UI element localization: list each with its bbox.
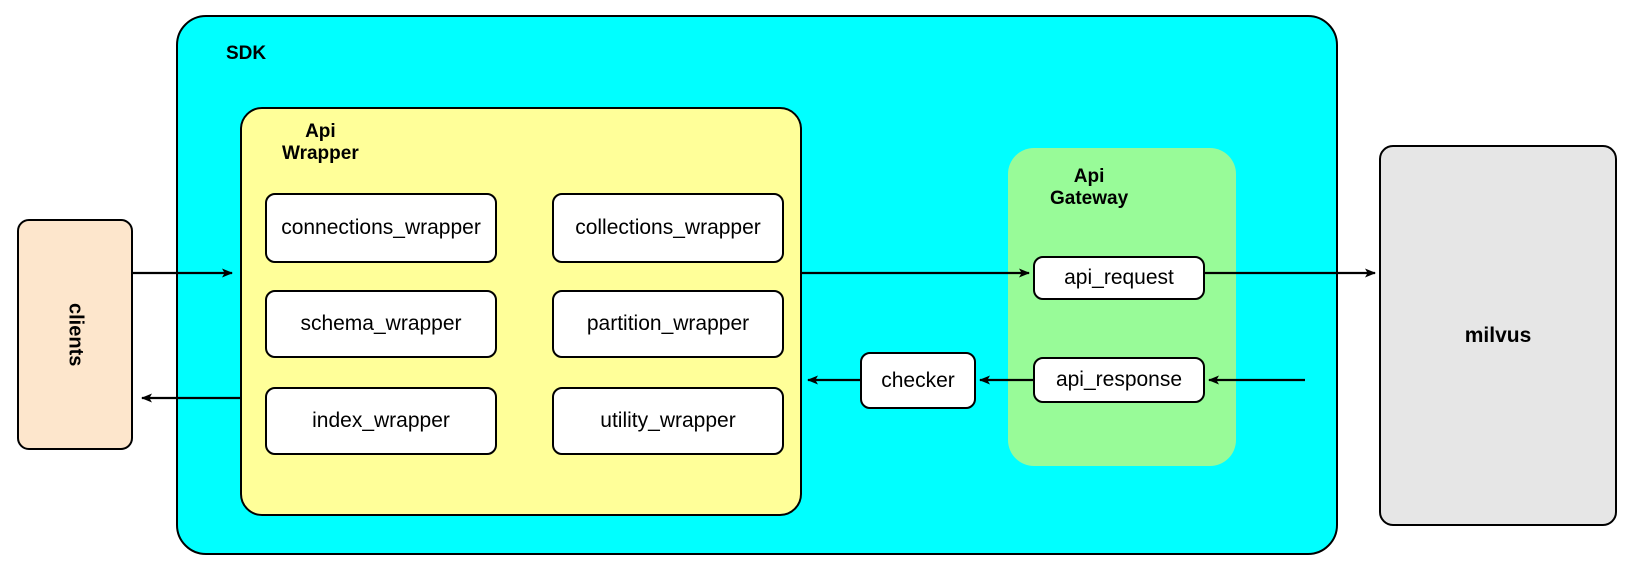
module-label: schema_wrapper bbox=[300, 312, 462, 336]
milvus-box[interactable]: milvus bbox=[1379, 145, 1617, 526]
clients-box[interactable]: clients bbox=[17, 219, 133, 450]
checker-label: checker bbox=[881, 368, 955, 392]
module-label: utility_wrapper bbox=[600, 409, 736, 433]
module-label: connections_wrapper bbox=[281, 216, 481, 240]
module-label: index_wrapper bbox=[312, 409, 450, 433]
module-utility-wrapper[interactable]: utility_wrapper bbox=[552, 387, 784, 455]
clients-label: clients bbox=[64, 302, 87, 367]
module-partition-wrapper[interactable]: partition_wrapper bbox=[552, 290, 784, 358]
api-response-label: api_response bbox=[1055, 368, 1183, 392]
module-label: collections_wrapper bbox=[575, 216, 761, 240]
module-schema-wrapper[interactable]: schema_wrapper bbox=[265, 290, 497, 358]
api-gateway-label: Api Gateway bbox=[1050, 166, 1129, 209]
milvus-label: milvus bbox=[1464, 323, 1532, 347]
sdk-label: SDK bbox=[226, 43, 267, 64]
checker-box[interactable]: checker bbox=[860, 352, 976, 409]
module-collections-wrapper[interactable]: collections_wrapper bbox=[552, 193, 784, 263]
module-index-wrapper[interactable]: index_wrapper bbox=[265, 387, 497, 455]
api-request-label: api_request bbox=[1064, 266, 1174, 290]
api-gateway-container: Api Gateway bbox=[1008, 148, 1236, 466]
api-wrapper-label: Api Wrapper bbox=[282, 121, 359, 164]
api-response-box[interactable]: api_response bbox=[1033, 357, 1205, 403]
api-request-box[interactable]: api_request bbox=[1033, 256, 1205, 300]
module-label: partition_wrapper bbox=[586, 312, 750, 336]
module-connections-wrapper[interactable]: connections_wrapper bbox=[265, 193, 497, 263]
